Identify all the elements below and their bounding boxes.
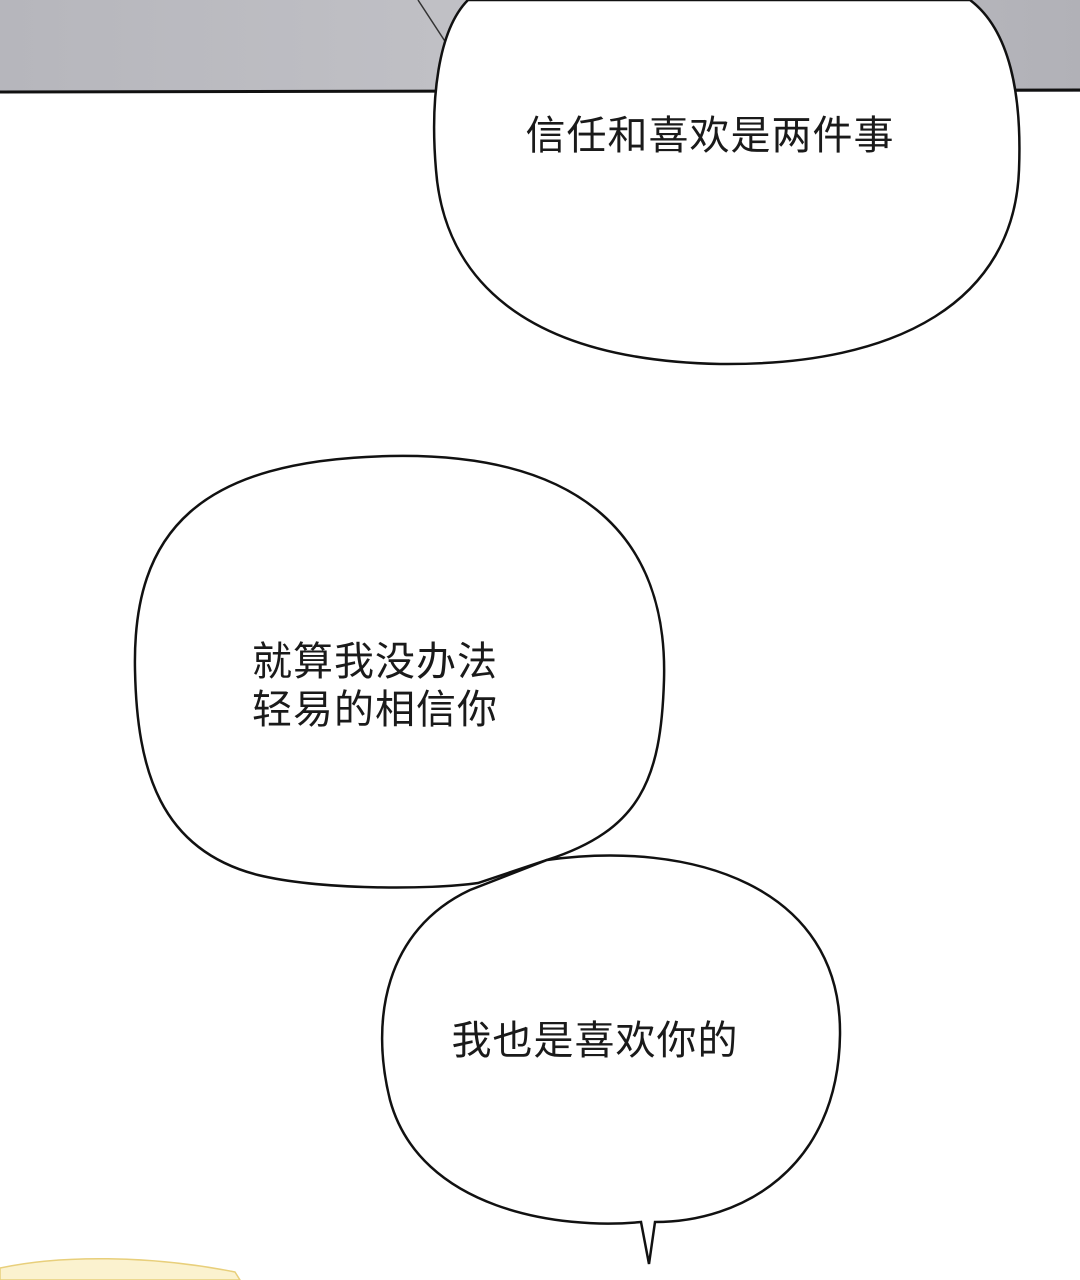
speech-bubble-2: [133, 454, 666, 889]
speech-bubble-1: [432, 0, 1021, 366]
dialogue-line: 轻易的相信你: [252, 687, 498, 733]
hair-fragment: [0, 1257, 241, 1280]
dialogue-bubble-3: 我也是喜欢你的: [410, 1017, 780, 1065]
dialogue-line: 信任和喜欢是两件事: [525, 113, 895, 159]
dialogue-bubble-1: 信任和喜欢是两件事: [470, 112, 950, 160]
dialogue-line: 就算我没办法: [252, 639, 498, 685]
speech-bubble-3: [380, 854, 842, 1265]
dialogue-line: 我也是喜欢你的: [451, 1018, 739, 1064]
dialogue-bubble-2: 就算我没办法 轻易的相信你: [200, 638, 550, 734]
